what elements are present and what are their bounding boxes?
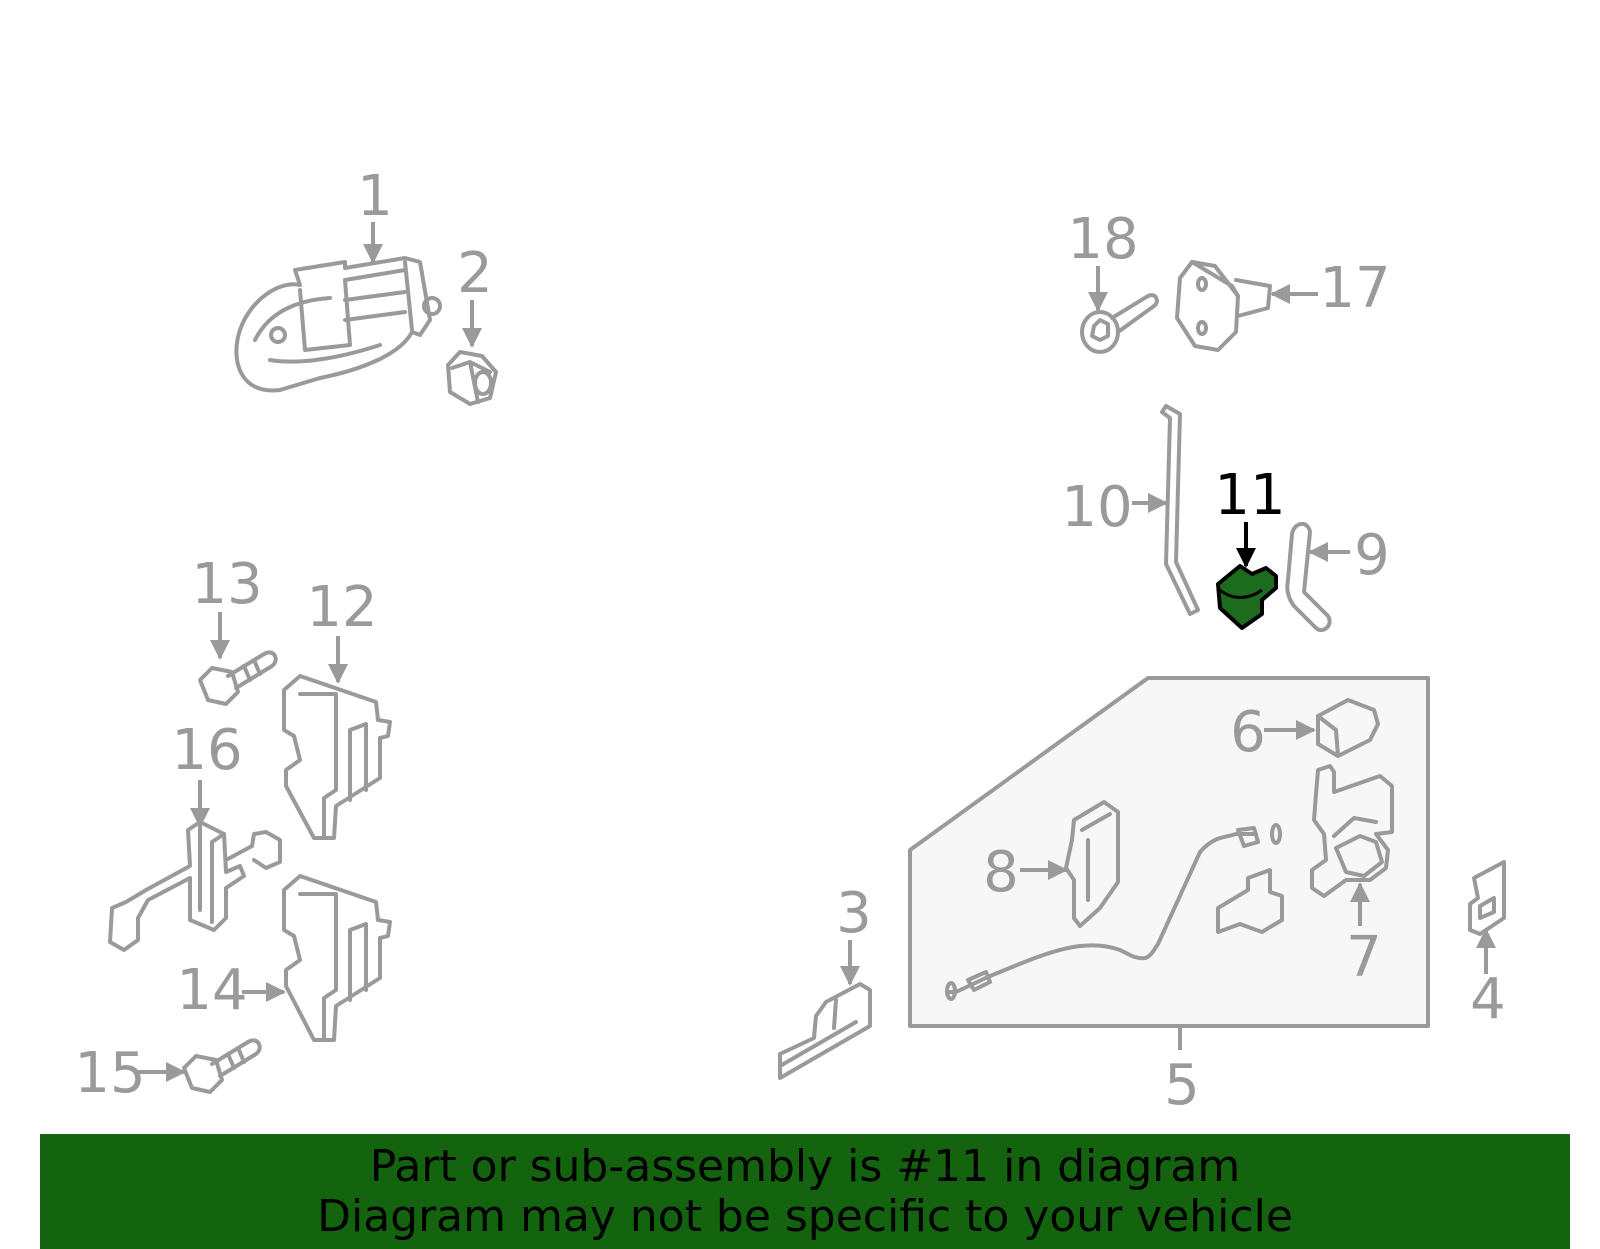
svg-text:7: 7 [1346,925,1382,990]
svg-text:18: 18 [1067,207,1138,272]
part-11-clip[interactable] [1216,564,1278,630]
callout-14: 14 [176,958,286,1023]
callout-15: 15 [74,1041,186,1106]
part-12-hinge[interactable] [282,674,392,840]
svg-text:15: 15 [74,1041,145,1106]
svg-text:16: 16 [171,718,242,783]
part-3-bracket[interactable] [778,982,872,1080]
callout-1: 1 [357,164,393,264]
svg-text:2: 2 [457,241,493,306]
svg-text:1: 1 [357,164,393,229]
callout-3: 3 [836,881,872,986]
callout-11: 11 [1214,463,1286,568]
svg-text:3: 3 [836,881,872,946]
svg-text:17: 17 [1319,256,1390,321]
callout-17: 17 [1270,256,1391,321]
part-1-outer-handle[interactable] [234,256,442,393]
callout-13: 13 [191,552,263,660]
callout-18: 18 [1067,207,1139,312]
svg-text:11: 11 [1214,463,1285,528]
svg-text:13: 13 [191,552,262,617]
part-2-nut[interactable] [446,350,498,406]
callout-5: 5 [1164,1053,1200,1118]
part-15-bolt[interactable] [182,1038,262,1094]
part-10-rod[interactable] [1160,404,1200,616]
part-16-door-check[interactable] [108,820,282,952]
callout-16: 16 [171,718,243,828]
callout-10: 10 [1061,475,1168,540]
svg-text:5: 5 [1164,1053,1200,1118]
callout-12: 12 [306,575,378,684]
svg-text:10: 10 [1061,475,1132,540]
svg-text:12: 12 [306,575,377,640]
callout-7: 7 [1346,882,1382,990]
banner-line-part: Part or sub-assembly is #11 in diagram [369,1140,1241,1192]
svg-text:4: 4 [1470,967,1506,1032]
part-14-hinge[interactable] [282,874,392,1042]
part-5-latch-assembly[interactable] [908,676,1430,1050]
callout-9: 9 [1308,523,1390,588]
part-18-bolt[interactable] [1080,293,1159,354]
svg-text:8: 8 [983,840,1019,905]
svg-text:6: 6 [1230,700,1266,765]
part-17-striker[interactable] [1175,260,1272,352]
callout-6: 6 [1230,700,1316,765]
part-4-clip[interactable] [1468,860,1506,936]
part-9-rod[interactable] [1285,522,1332,633]
svg-text:9: 9 [1354,523,1390,588]
callout-8: 8 [983,840,1068,905]
banner-line-disclaimer: Diagram may not be specific to your vehi… [317,1190,1293,1242]
callout-4: 4 [1470,928,1506,1032]
info-banner: Part or sub-assembly is #11 in diagram D… [40,1134,1570,1249]
svg-text:14: 14 [176,958,247,1023]
part-13-bolt[interactable] [198,650,278,706]
callout-2: 2 [457,241,493,348]
